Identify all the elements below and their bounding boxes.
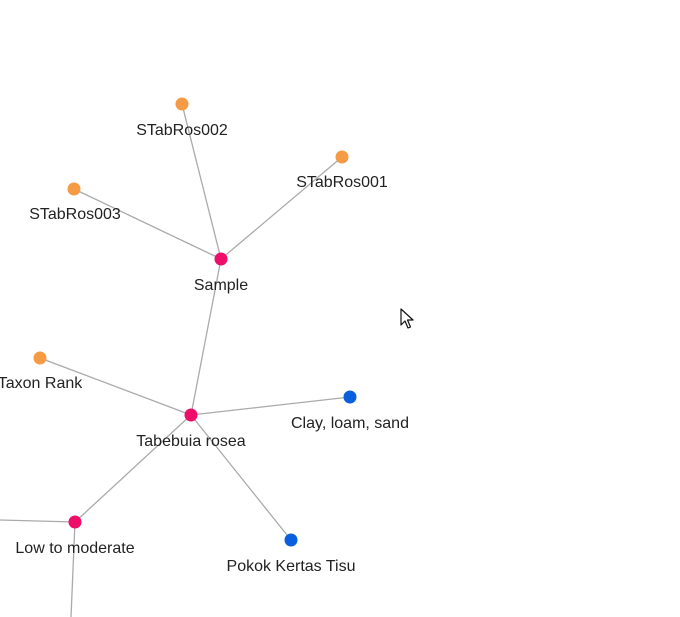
edges-layer	[0, 103, 351, 617]
node-label: Tabebuia rosea	[136, 433, 246, 450]
node-dot[interactable]	[33, 351, 47, 365]
node-clay-loam-sand[interactable]: Clay, loam, sand	[291, 390, 409, 433]
node-dot[interactable]	[175, 97, 189, 111]
node-dot[interactable]	[67, 182, 81, 196]
node-label: Sample	[194, 277, 248, 294]
edge-tabebuia-clay	[190, 396, 351, 416]
node-label: STabRos002	[136, 122, 228, 139]
node-low-to-moderate[interactable]: Low to moderate	[15, 515, 135, 558]
node-dot[interactable]	[68, 515, 82, 529]
node-taxon-rank[interactable]: Taxon Rank	[0, 351, 83, 393]
node-stabros003[interactable]: STabRos003	[29, 182, 121, 224]
node-stabros002[interactable]: STabRos002	[136, 97, 228, 140]
node-label: Taxon Rank	[0, 375, 83, 392]
node-dot[interactable]	[284, 533, 298, 547]
node-pokok-kertas-tisu[interactable]: Pokok Kertas Tisu	[227, 533, 356, 576]
nodes-layer: STabRos002 STabRos001 STabRos003 Sample …	[0, 97, 409, 576]
node-label: Clay, loam, sand	[291, 415, 409, 432]
edge-low-moderate-offscreen-bottom	[70, 521, 76, 617]
node-dot[interactable]	[184, 408, 198, 422]
node-sample[interactable]: Sample	[194, 252, 248, 295]
node-label: STabRos003	[29, 206, 121, 223]
edge-sample-stabros002	[181, 103, 222, 260]
node-stabros001[interactable]: STabRos001	[296, 150, 388, 192]
node-dot[interactable]	[214, 252, 228, 266]
node-tabebuia-rosea[interactable]: Tabebuia rosea	[136, 408, 246, 451]
node-label: Pokok Kertas Tisu	[227, 558, 356, 575]
edge-low-moderate-offscreen-left	[0, 519, 76, 523]
edge-tabebuia-low-moderate	[74, 414, 192, 523]
node-label: STabRos001	[296, 174, 388, 191]
edge-sample-stabros003	[73, 188, 222, 260]
mouse-pointer-icon	[400, 308, 414, 329]
edge-sample-stabros001	[220, 156, 343, 260]
node-label: Low to moderate	[15, 540, 134, 557]
edge-tabebuia-taxon-rank	[39, 357, 192, 416]
edge-sample-tabebuia	[190, 258, 222, 416]
node-dot[interactable]	[335, 150, 349, 164]
node-dot[interactable]	[343, 390, 357, 404]
edge-tabebuia-pokok	[190, 414, 292, 541]
